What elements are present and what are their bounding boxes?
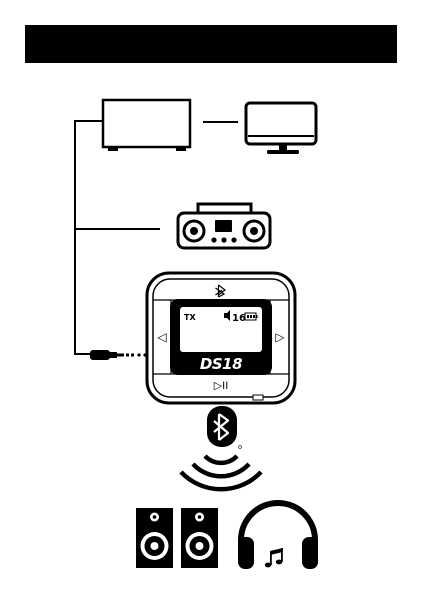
music-note-icon — [265, 548, 283, 567]
next-button[interactable]: ▷ — [275, 330, 285, 344]
wireless-signal-icon — [181, 456, 261, 489]
speaker-left — [136, 508, 173, 568]
speaker-pair-icon — [136, 508, 218, 568]
boombox-icon — [178, 204, 270, 248]
monitor-icon — [246, 103, 316, 154]
speaker-right — [181, 508, 218, 568]
play-pause-button[interactable]: ▷II — [214, 380, 229, 392]
line-source-to-transmitter — [75, 121, 103, 354]
transmitter-device: TX 16 DS18 ◁ ▷ ▷II — [147, 273, 295, 403]
prev-button[interactable]: ◁ — [156, 330, 166, 344]
aux-cable-icon — [90, 350, 147, 360]
brand-logo: DS18 — [200, 355, 242, 373]
lcd-volume-value: 16 — [232, 313, 246, 324]
bluetooth-icon — [207, 406, 241, 448]
headphones-icon — [238, 503, 318, 569]
lcd-mode-label: TX — [184, 313, 196, 322]
tv-box-icon — [103, 100, 190, 151]
